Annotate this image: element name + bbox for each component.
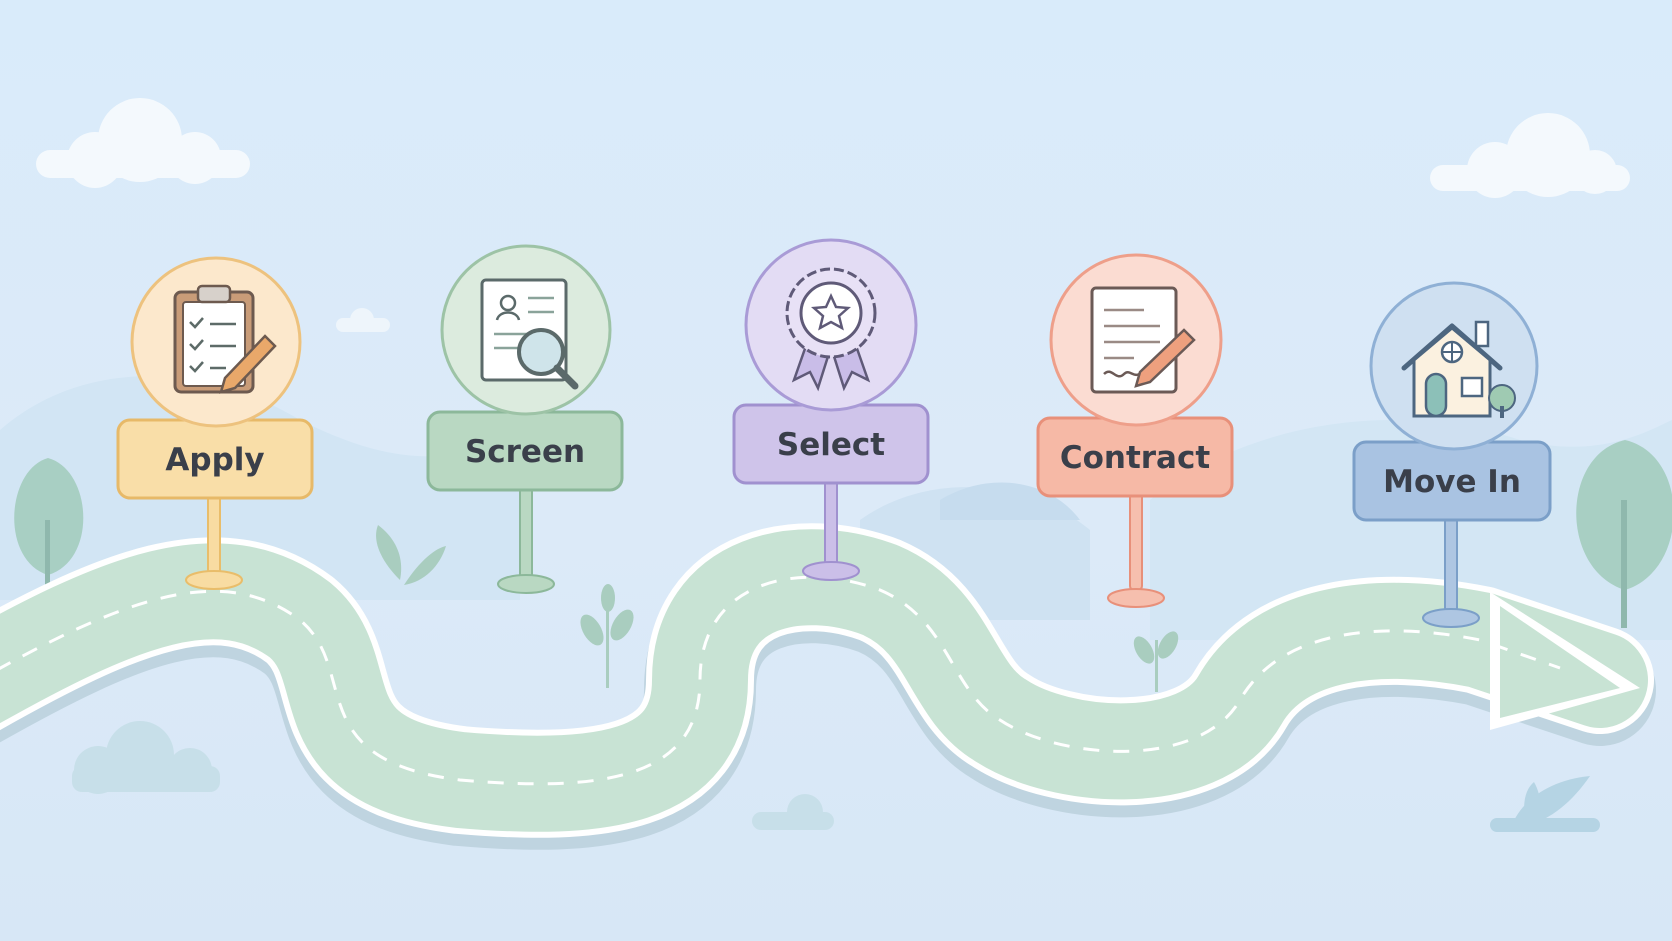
tree	[14, 458, 84, 602]
step-select: Select	[732, 238, 930, 581]
contract-signing-icon	[1090, 286, 1196, 394]
document-magnifier-icon	[480, 278, 579, 390]
plant	[1490, 776, 1600, 832]
cloud	[336, 308, 390, 332]
plant	[580, 584, 634, 688]
cloud	[36, 98, 250, 188]
step-apply: Apply	[116, 256, 314, 590]
winding-road	[0, 523, 1656, 850]
cloud	[1430, 113, 1630, 198]
step-label-contract: Contract	[1060, 440, 1211, 476]
step-label-apply: Apply	[165, 442, 264, 478]
plant	[1133, 631, 1179, 692]
clipboard-checklist-icon	[173, 284, 277, 394]
cloud	[72, 721, 220, 794]
tree	[1576, 440, 1672, 628]
road-centerline	[0, 575, 1561, 786]
step-label-move-in: Move In	[1383, 464, 1521, 500]
cloud	[752, 794, 834, 830]
award-ribbon-icon	[785, 267, 877, 392]
step-label-select: Select	[777, 427, 885, 463]
step-screen: Screen	[426, 244, 624, 594]
step-label-screen: Screen	[465, 434, 585, 470]
plant	[376, 525, 446, 585]
step-move-in: Move In	[1352, 281, 1552, 628]
house-icon	[1401, 320, 1516, 418]
step-contract: Contract	[1036, 253, 1234, 608]
